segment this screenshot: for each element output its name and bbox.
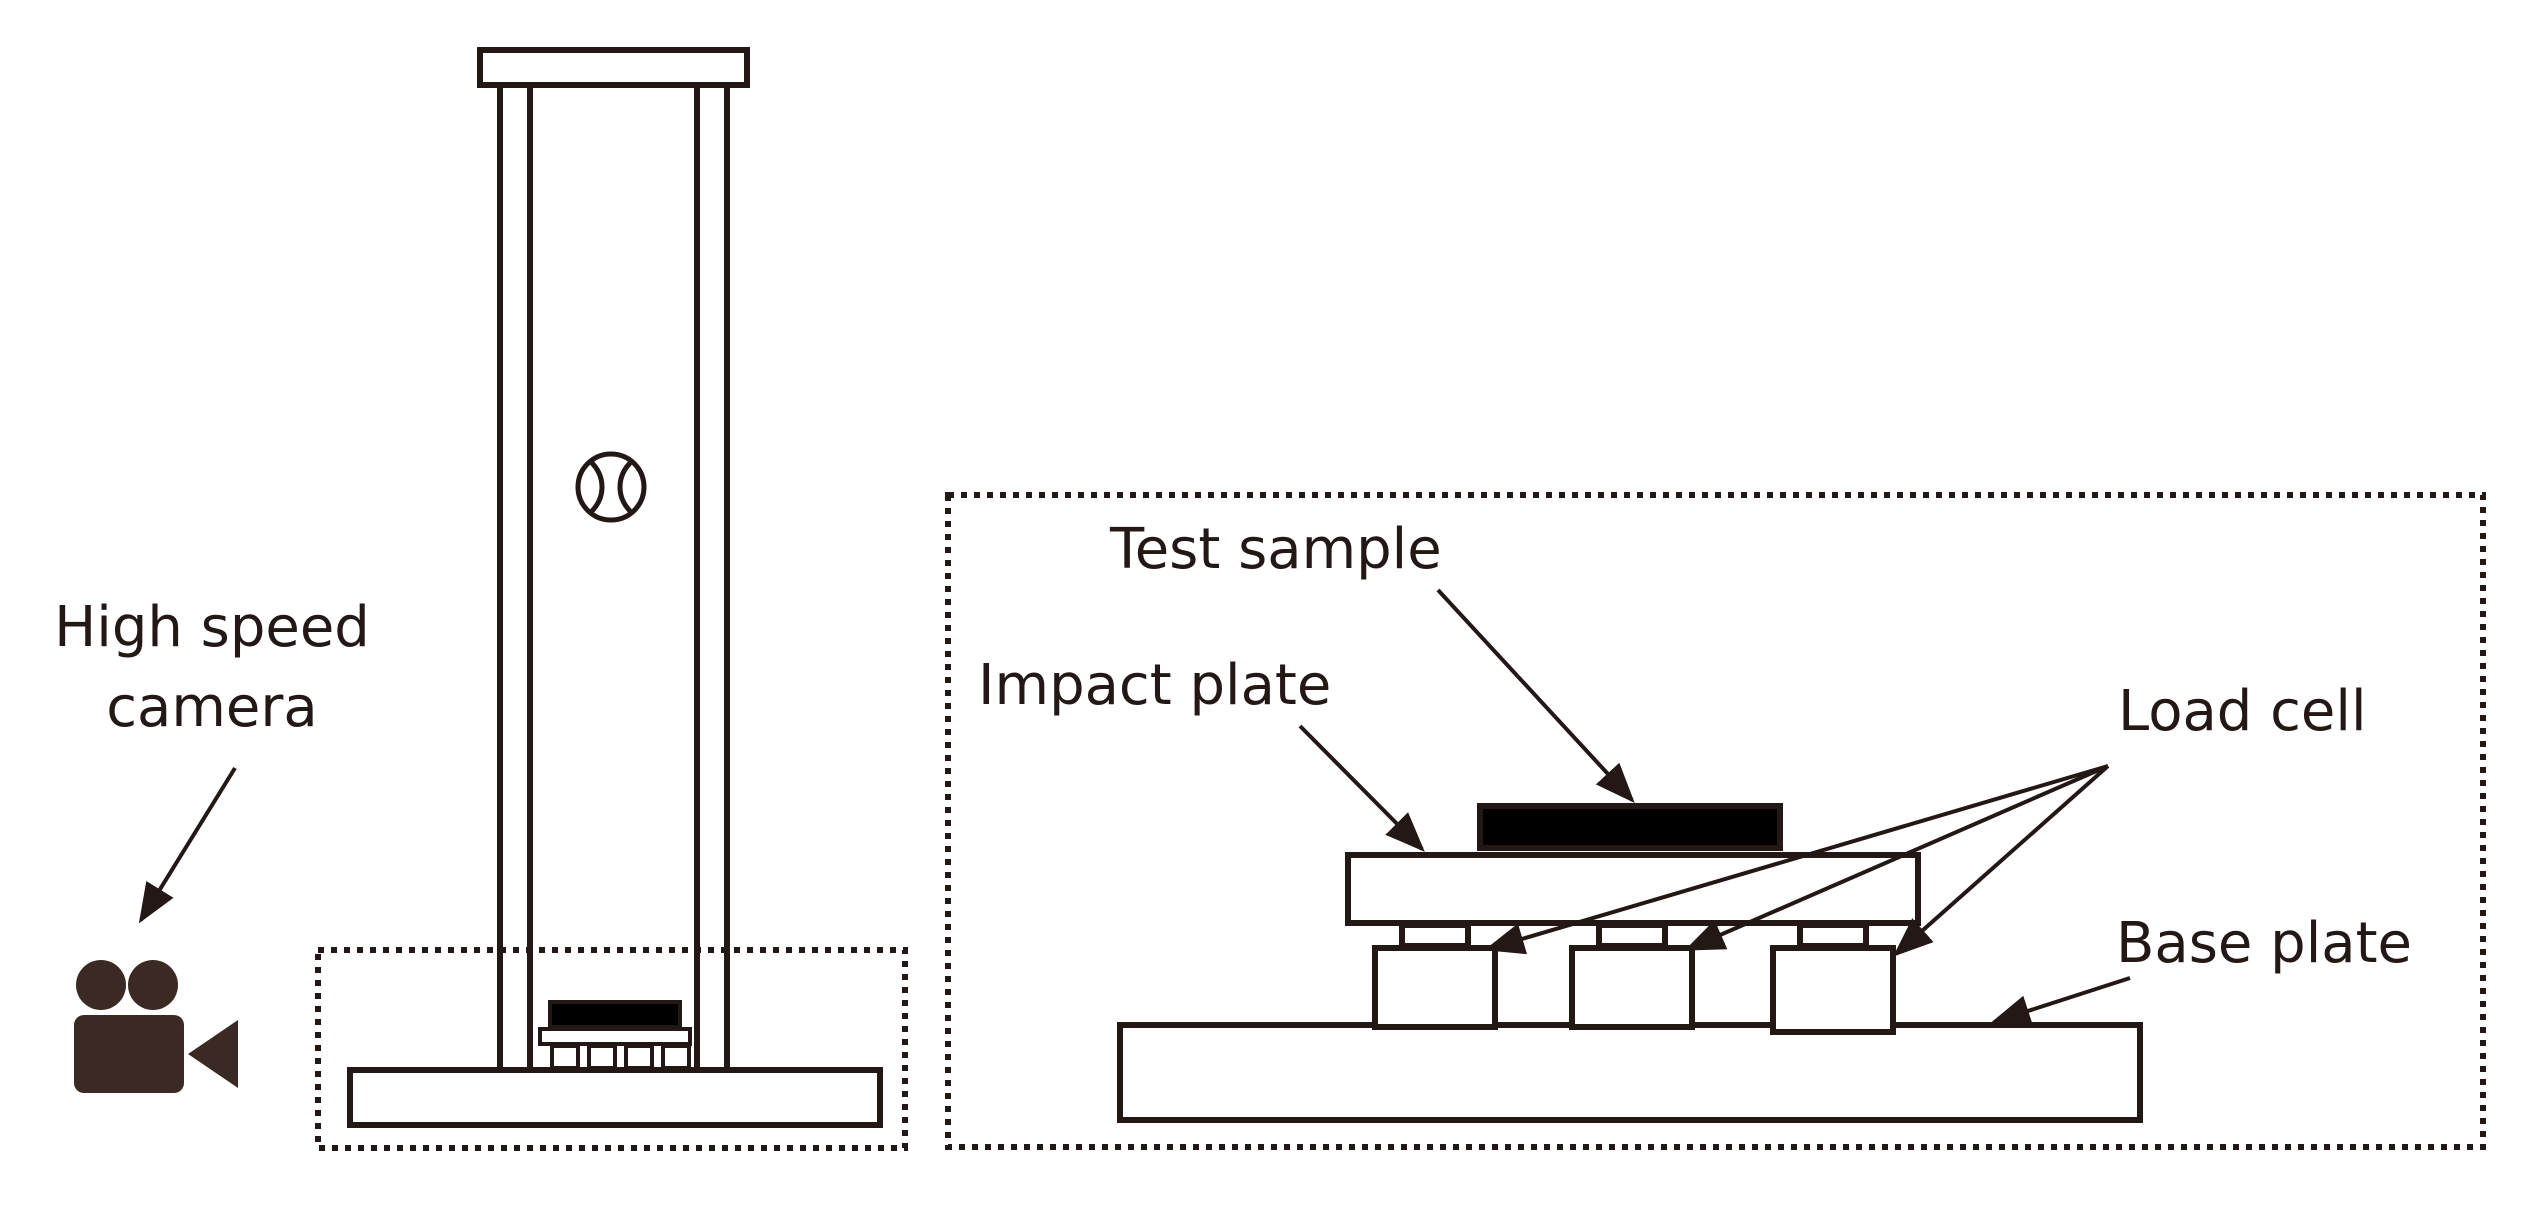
detail-callout-large — [945, 492, 2486, 1150]
test-sample — [1477, 803, 1783, 851]
mini-test-sample — [548, 1000, 682, 1029]
camera-arrow — [138, 766, 237, 924]
test-sample-arrow — [1436, 588, 1635, 803]
mini-load-cell — [587, 1044, 617, 1070]
base-plate-arrow — [1990, 976, 2131, 1027]
impact-plate-label: Impact plate — [978, 653, 1331, 718]
base-plate-label: Base plate — [2116, 911, 2412, 976]
test-sample-label: Test sample — [1109, 517, 1442, 582]
mini-test-setup — [538, 1000, 692, 1070]
load-cell-cap — [1399, 922, 1471, 949]
load-cell-cap — [1797, 922, 1869, 949]
tennis-ball-icon — [575, 451, 647, 523]
drop-tower — [347, 47, 883, 1128]
mini-impact-plate — [538, 1027, 692, 1046]
detail-setup — [1117, 803, 2143, 1123]
mini-load-cell — [624, 1044, 654, 1070]
impact-plate-arrow — [1298, 724, 1425, 852]
base-plate — [1117, 1022, 2143, 1123]
mini-load-cell — [661, 1044, 691, 1070]
impact-plate — [1345, 852, 1921, 926]
load-cell-cap — [1596, 922, 1668, 949]
load-cell-arrow — [1893, 764, 2110, 957]
load-cell — [1770, 945, 1896, 1035]
tower-left-rail — [497, 82, 533, 1073]
tower-base-plate — [347, 1067, 883, 1128]
tower-top-cap — [477, 47, 750, 88]
video-camera-icon — [74, 960, 238, 1093]
tower-right-rail — [694, 82, 730, 1073]
detail-callout-small — [315, 947, 908, 1151]
camera-label-line1: High speed — [54, 595, 370, 660]
load-cell-arrow — [1484, 764, 2109, 955]
load-cell-label: Load cell — [2118, 679, 2367, 744]
load-cell — [1372, 945, 1498, 1030]
mini-load-cell — [550, 1044, 580, 1070]
load-cell — [1569, 945, 1695, 1030]
load-cell-arrow — [1684, 764, 2109, 951]
camera-label-line2: camera — [106, 675, 317, 740]
leader-arrows — [1298, 588, 2131, 1027]
